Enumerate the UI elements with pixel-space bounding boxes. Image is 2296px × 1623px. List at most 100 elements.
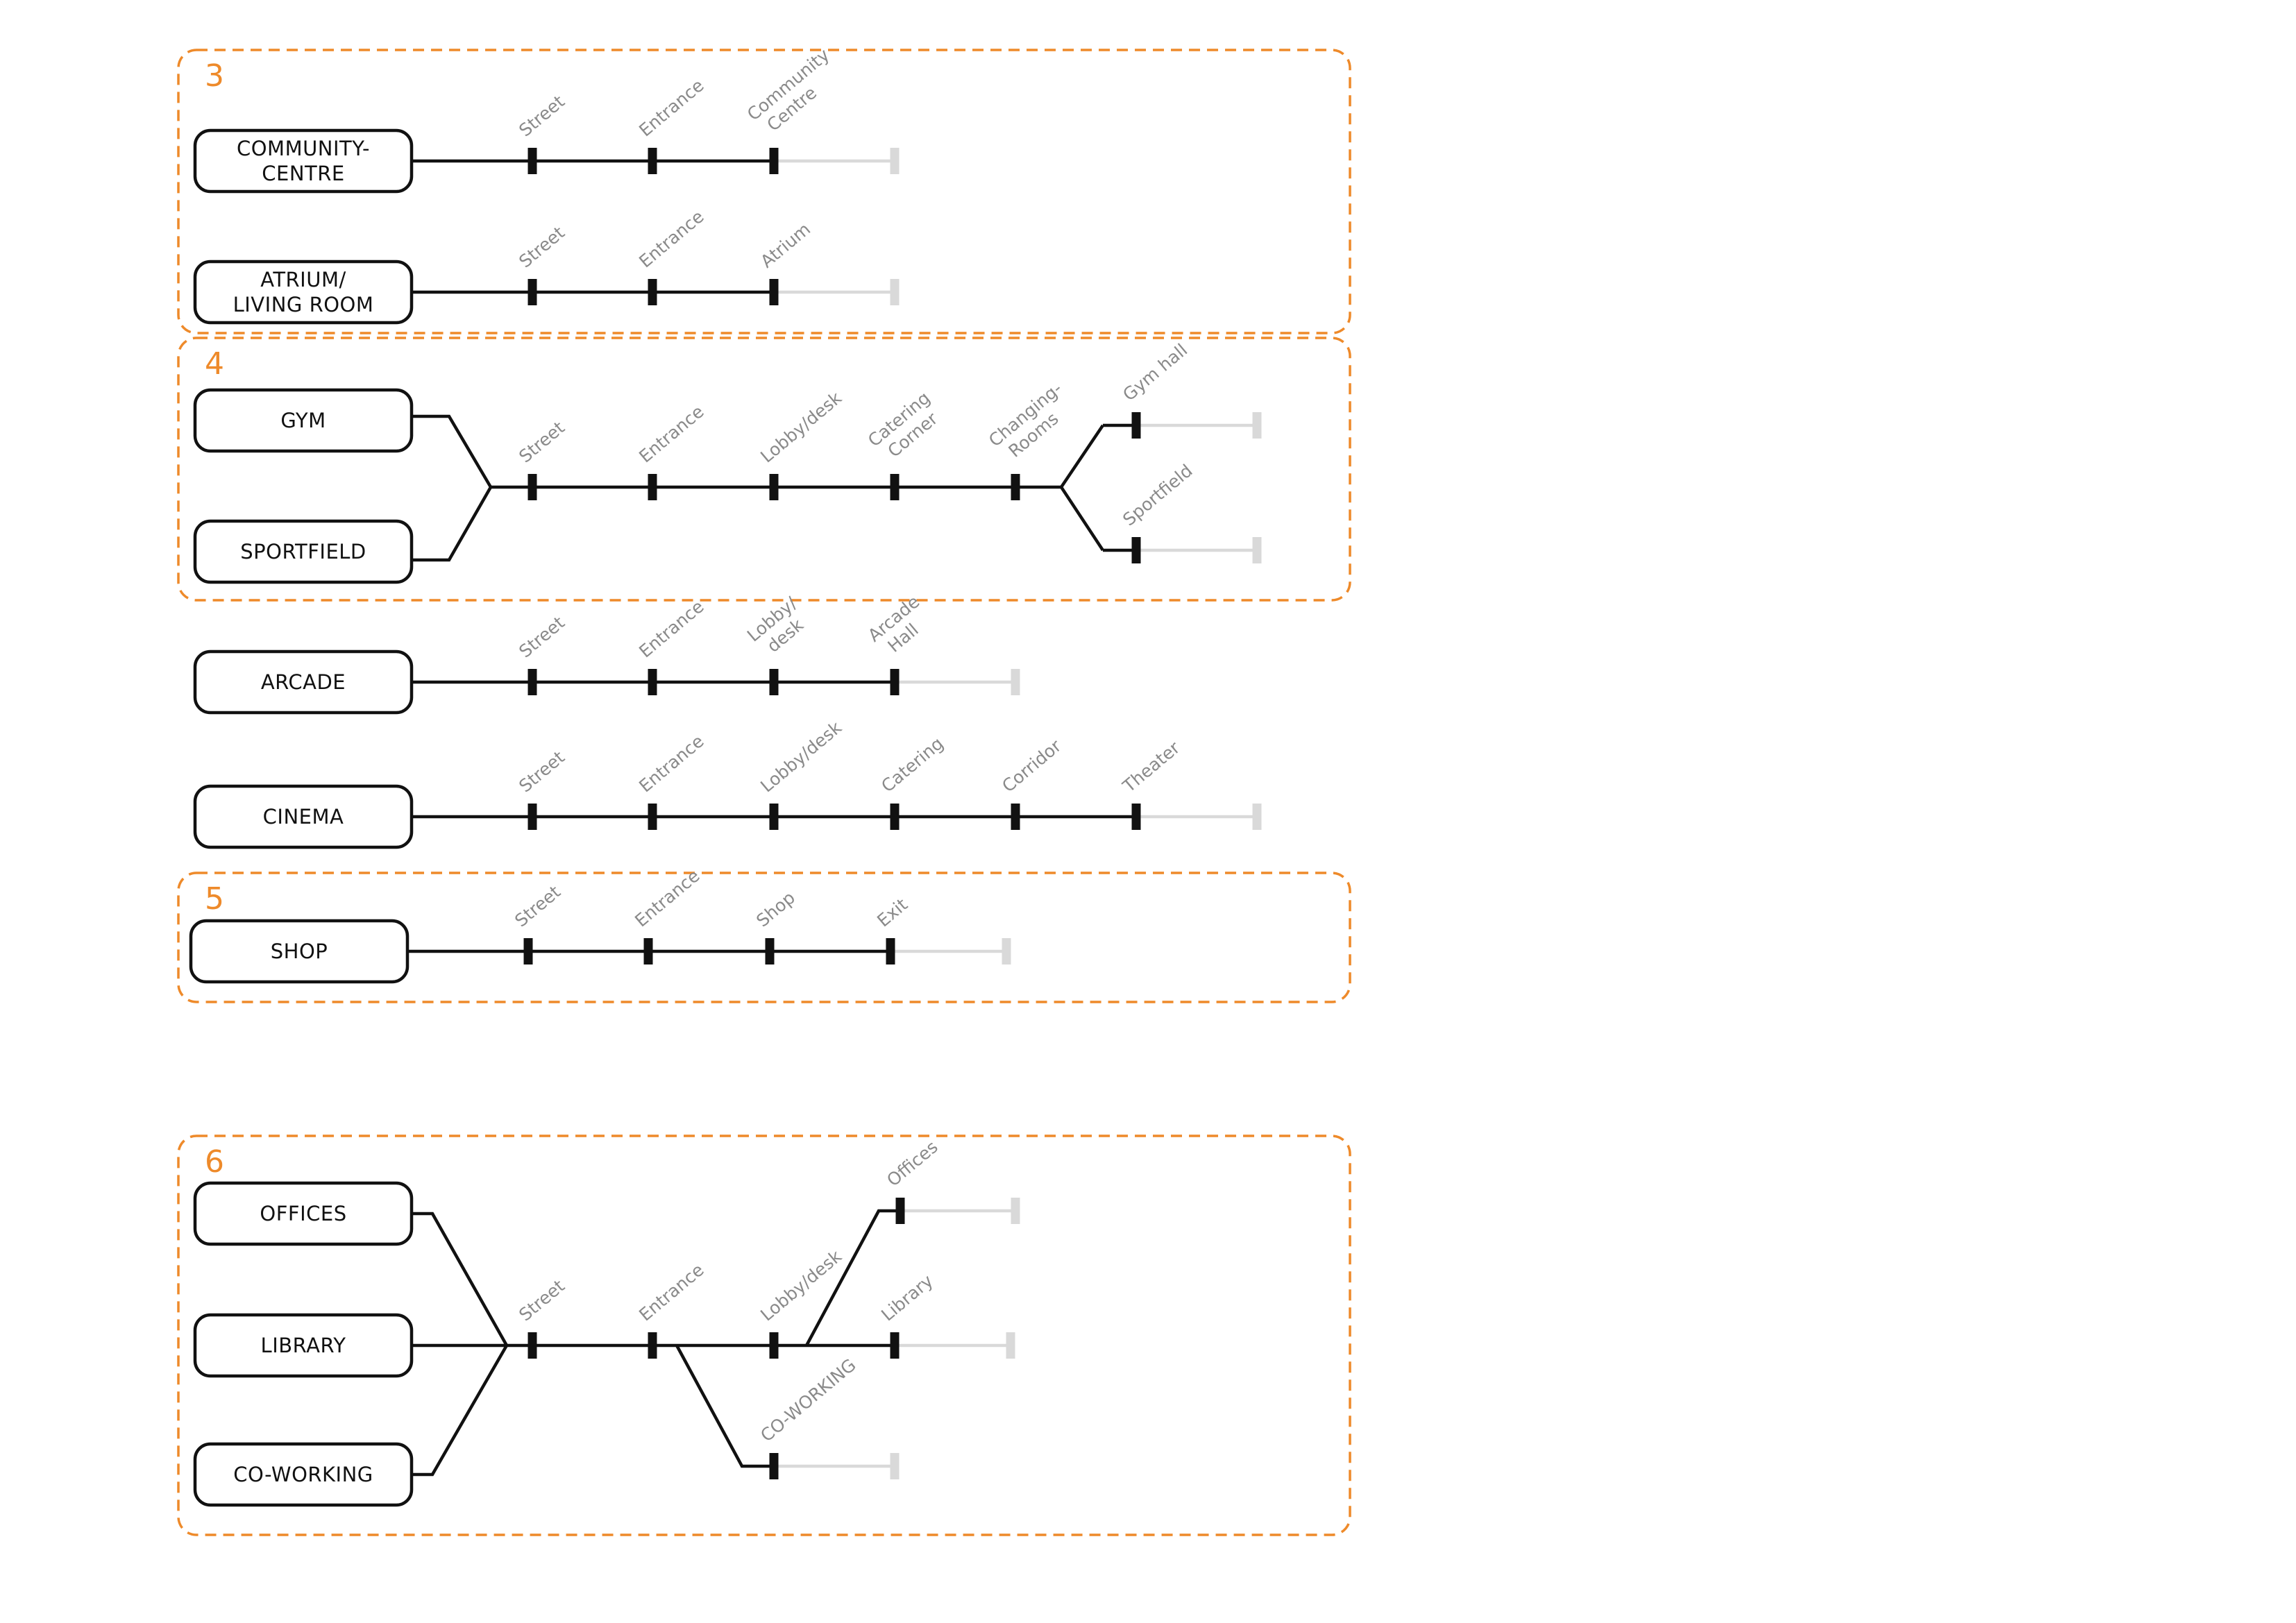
stop-label-text: Shop	[752, 887, 799, 931]
stop-label-text: Street	[515, 222, 568, 271]
destination-box	[193, 519, 414, 584]
stop-label: Lobby/desk	[743, 593, 808, 656]
stop-label-text: Lobby/desk	[757, 387, 845, 466]
stop-tick	[890, 1332, 900, 1359]
group-number: 6	[205, 1144, 224, 1180]
stop-tick	[769, 279, 779, 305]
destination-label: LIVING ROOM	[233, 293, 374, 316]
merge-line	[412, 414, 493, 562]
stop-label-text: Entrance	[635, 1259, 707, 1325]
stop-tick	[769, 669, 779, 695]
destination-label: GYM	[280, 409, 326, 432]
stop-tick	[1131, 412, 1141, 439]
stop-tick	[643, 938, 653, 965]
route-end-tick	[1252, 412, 1262, 439]
stop-label-text: Street	[515, 747, 568, 796]
stop-label-text: Street	[515, 612, 568, 661]
merge-line	[412, 1344, 508, 1477]
stop-label: Lobby/desk	[757, 387, 845, 466]
stop-tick	[523, 938, 533, 965]
stop-label: Street	[511, 881, 564, 931]
stop-tick	[769, 1332, 779, 1359]
stop-label-text: Corridor	[998, 736, 1065, 797]
stop-tick	[886, 938, 895, 965]
destination-box	[193, 388, 414, 453]
stop-label: Lobby/desk	[757, 1246, 845, 1325]
stop-label: Entrance	[635, 206, 707, 271]
stop-tick	[648, 279, 657, 305]
stop-tick	[769, 148, 779, 174]
stop-label: Catering	[877, 733, 947, 797]
destination-box	[193, 260, 414, 325]
stop-label-text: Entrance	[635, 401, 707, 466]
stop-label: Shop	[752, 887, 799, 931]
stop-tick	[895, 1198, 905, 1224]
group-frame-6	[177, 1135, 1351, 1536]
group-frame-5	[177, 872, 1351, 1003]
route-end-tick	[1006, 1332, 1015, 1359]
stop-tick	[527, 148, 537, 174]
stop-label-text: Catering	[877, 733, 947, 797]
route-end-tick	[1011, 1198, 1020, 1224]
stop-label-text: Street	[515, 91, 568, 140]
stop-label-text: Street	[515, 417, 568, 466]
route-end-tick	[1252, 537, 1262, 563]
stop-label: Library	[877, 1271, 937, 1325]
stop-tick	[527, 669, 537, 695]
stop-label-text: Sportfield	[1119, 461, 1196, 530]
destination-box	[193, 1442, 414, 1507]
stop-label-text: Street	[515, 1275, 568, 1325]
stop-label: CO-WORKING	[757, 1354, 859, 1445]
route-end-tick	[1252, 804, 1262, 830]
destination-box	[193, 1181, 414, 1246]
stop-label-text: Entrance	[635, 731, 707, 796]
stop-label-text: Atrium	[757, 219, 814, 271]
merge-line	[412, 1212, 508, 1347]
stop-label-text: Theater	[1118, 737, 1183, 797]
destination-label: CO-WORKING	[233, 1463, 373, 1486]
stop-label: Street	[515, 417, 568, 466]
stop-tick	[765, 938, 775, 965]
stop-label-text: Entrance	[635, 75, 707, 140]
destination-label: SPORTFIELD	[240, 540, 366, 563]
stop-label: Street	[515, 222, 568, 271]
destination-box	[189, 919, 410, 984]
stop-label: Offices	[883, 1137, 942, 1190]
stop-tick	[648, 148, 657, 174]
stop-label: Exit	[873, 894, 911, 931]
stop-tick	[527, 279, 537, 305]
destination-label: ATRIUM/	[260, 268, 346, 291]
stop-label: Entrance	[635, 596, 707, 661]
destination-label: ARCADE	[261, 670, 346, 694]
stop-label-text: CO-WORKING	[757, 1354, 859, 1445]
stop-label-text: Gym hall	[1119, 340, 1191, 405]
group-frame-3	[177, 49, 1351, 334]
stop-label: Theater	[1118, 737, 1183, 797]
group-number: 5	[205, 881, 224, 917]
stop-label-text: Entrance	[631, 865, 703, 931]
stop-tick	[527, 804, 537, 830]
branch-line	[675, 1344, 774, 1468]
stop-label: Entrance	[631, 865, 703, 931]
stop-label: Street	[515, 612, 568, 661]
destination-label: LIBRARY	[261, 1334, 346, 1357]
stop-label-text: Library	[877, 1271, 937, 1325]
stop-tick	[1131, 537, 1141, 563]
stop-tick	[769, 1453, 779, 1479]
stop-label: Entrance	[635, 731, 707, 796]
stop-label: Changing-Rooms	[985, 378, 1066, 461]
stop-tick	[769, 804, 779, 830]
destination-box	[193, 128, 414, 194]
branch-line	[805, 1209, 900, 1347]
destination-box	[193, 1313, 414, 1378]
stop-label: Street	[515, 747, 568, 796]
destination-label: SHOP	[271, 940, 328, 963]
stop-label-text: Entrance	[635, 206, 707, 271]
stop-tick	[648, 804, 657, 830]
stop-label: Sportfield	[1119, 461, 1196, 530]
stop-tick	[527, 1332, 537, 1359]
stop-label: Entrance	[635, 75, 707, 140]
